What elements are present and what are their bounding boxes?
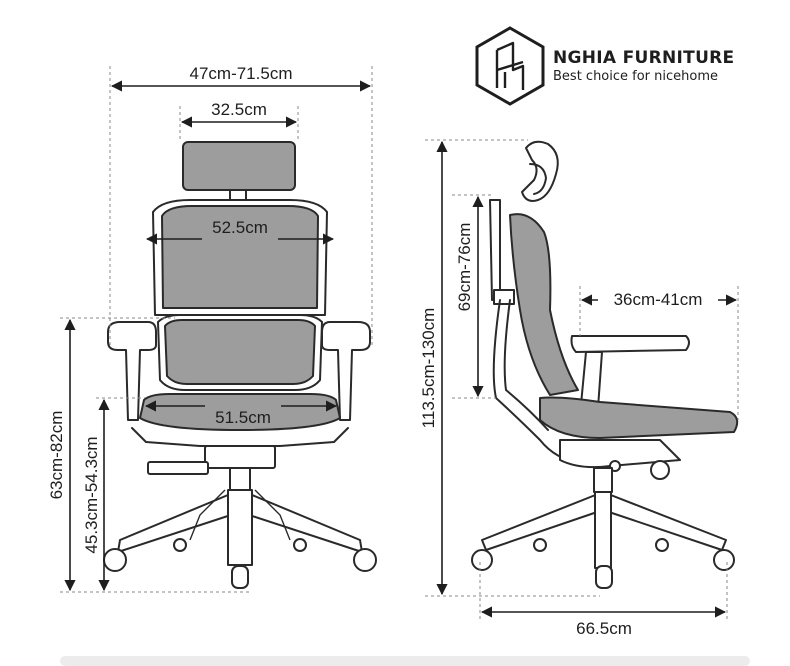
side-back-frame [492, 299, 581, 463]
seat-mechanism [204, 445, 276, 469]
backrest-lower-mesh [164, 319, 316, 385]
front-view-chair [103, 141, 377, 589]
label-base-depth: 66.5cm [576, 619, 632, 638]
brand-name: NGHIA FURNITURE [553, 48, 734, 68]
side-view-chair [471, 140, 739, 589]
side-headrest [521, 140, 559, 202]
guide-lines [60, 66, 739, 622]
left-armrest [107, 321, 157, 421]
label-seat-depth: 36cm-41cm [614, 290, 703, 309]
side-back-post [489, 199, 501, 301]
backrest-upper-mesh [161, 205, 319, 309]
label-headrest-width: 32.5cm [211, 100, 267, 119]
label-armrest-height: 63cm-82cm [47, 411, 66, 500]
side-caster-right [713, 549, 735, 571]
caster-left [103, 548, 127, 572]
right-armrest [321, 321, 371, 421]
headrest [182, 141, 296, 191]
label-total-height: 113.5cm-130cm [419, 308, 438, 429]
chair-in-hexagon-icon [475, 26, 545, 106]
label-seat-width: 51.5cm [215, 408, 271, 427]
side-seat [539, 396, 739, 439]
side-caster-center [595, 565, 613, 589]
gas-cylinder [229, 467, 251, 491]
side-gas-cylinder [593, 467, 613, 493]
caster-right [353, 548, 377, 572]
side-backrest-mesh [509, 213, 579, 396]
tilt-lever [147, 461, 209, 475]
bottom-divider [60, 656, 750, 666]
side-armrest [570, 335, 690, 353]
brand-tagline: Best choice for nicehome [553, 69, 718, 84]
label-overall-width: 47cm-71.5cm [190, 64, 293, 83]
label-seat-height: 45.3cm-54.3cm [82, 436, 101, 553]
front-base-leg [227, 489, 253, 566]
caster-center [231, 565, 249, 589]
side-caster-left [471, 549, 493, 571]
label-backrest-width: 52.5cm [212, 218, 268, 237]
label-backrest-height: 69cm-76cm [455, 223, 474, 312]
dimension-labels: 47cm-71.5cm 32.5cm 52.5cm 51.5cm 63cm-82… [47, 63, 718, 638]
brand-logo: NGHIA FURNITURE Best choice for nicehome [475, 26, 734, 106]
